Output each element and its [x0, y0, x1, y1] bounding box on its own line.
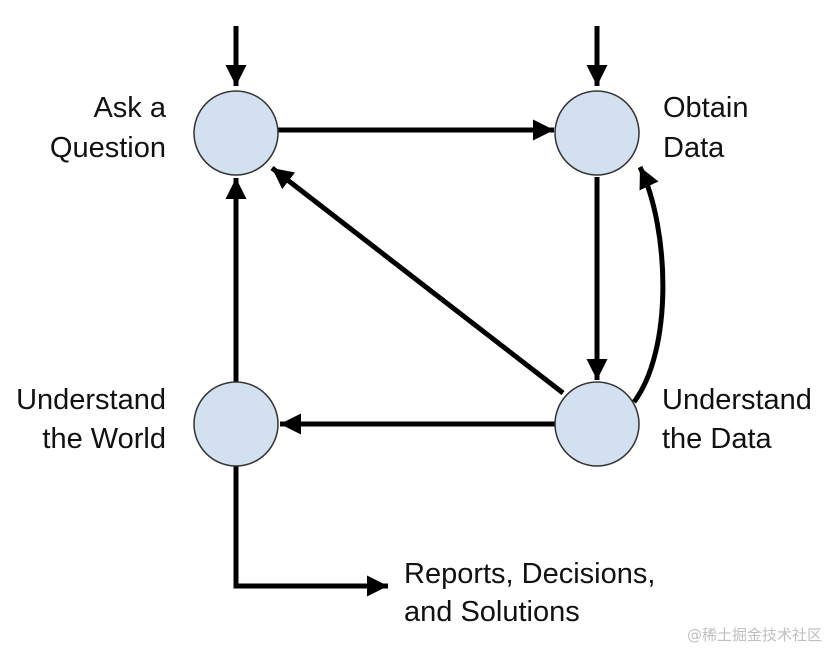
label-ask-line2: Question: [50, 132, 166, 164]
label-world-line1: Understand: [16, 384, 166, 416]
nodes: [193, 90, 640, 467]
label-obtain-line2: Data: [663, 132, 725, 164]
edge-world-to-output: [233, 466, 388, 597]
edge-data-to-obtain-curve: [631, 165, 666, 404]
node-obtain-data: [554, 90, 640, 176]
label-output-line1: Reports, Decisions,: [404, 558, 655, 590]
edge-data-to-ask: [270, 166, 565, 395]
label-data-line1: Understand: [662, 384, 812, 416]
label-output-line2: and Solutions: [404, 596, 580, 628]
edges: [225, 26, 666, 597]
node-ask-question: [193, 90, 279, 176]
label-world-line2: the World: [42, 423, 166, 455]
label-obtain-line1: Obtain: [663, 92, 748, 124]
label-ask-line1: Ask a: [93, 92, 166, 124]
node-understand-data: [554, 381, 640, 467]
label-data-line2: the Data: [662, 423, 772, 455]
watermark: @稀土掘金技术社区: [687, 626, 822, 644]
node-understand-world: [193, 381, 279, 467]
